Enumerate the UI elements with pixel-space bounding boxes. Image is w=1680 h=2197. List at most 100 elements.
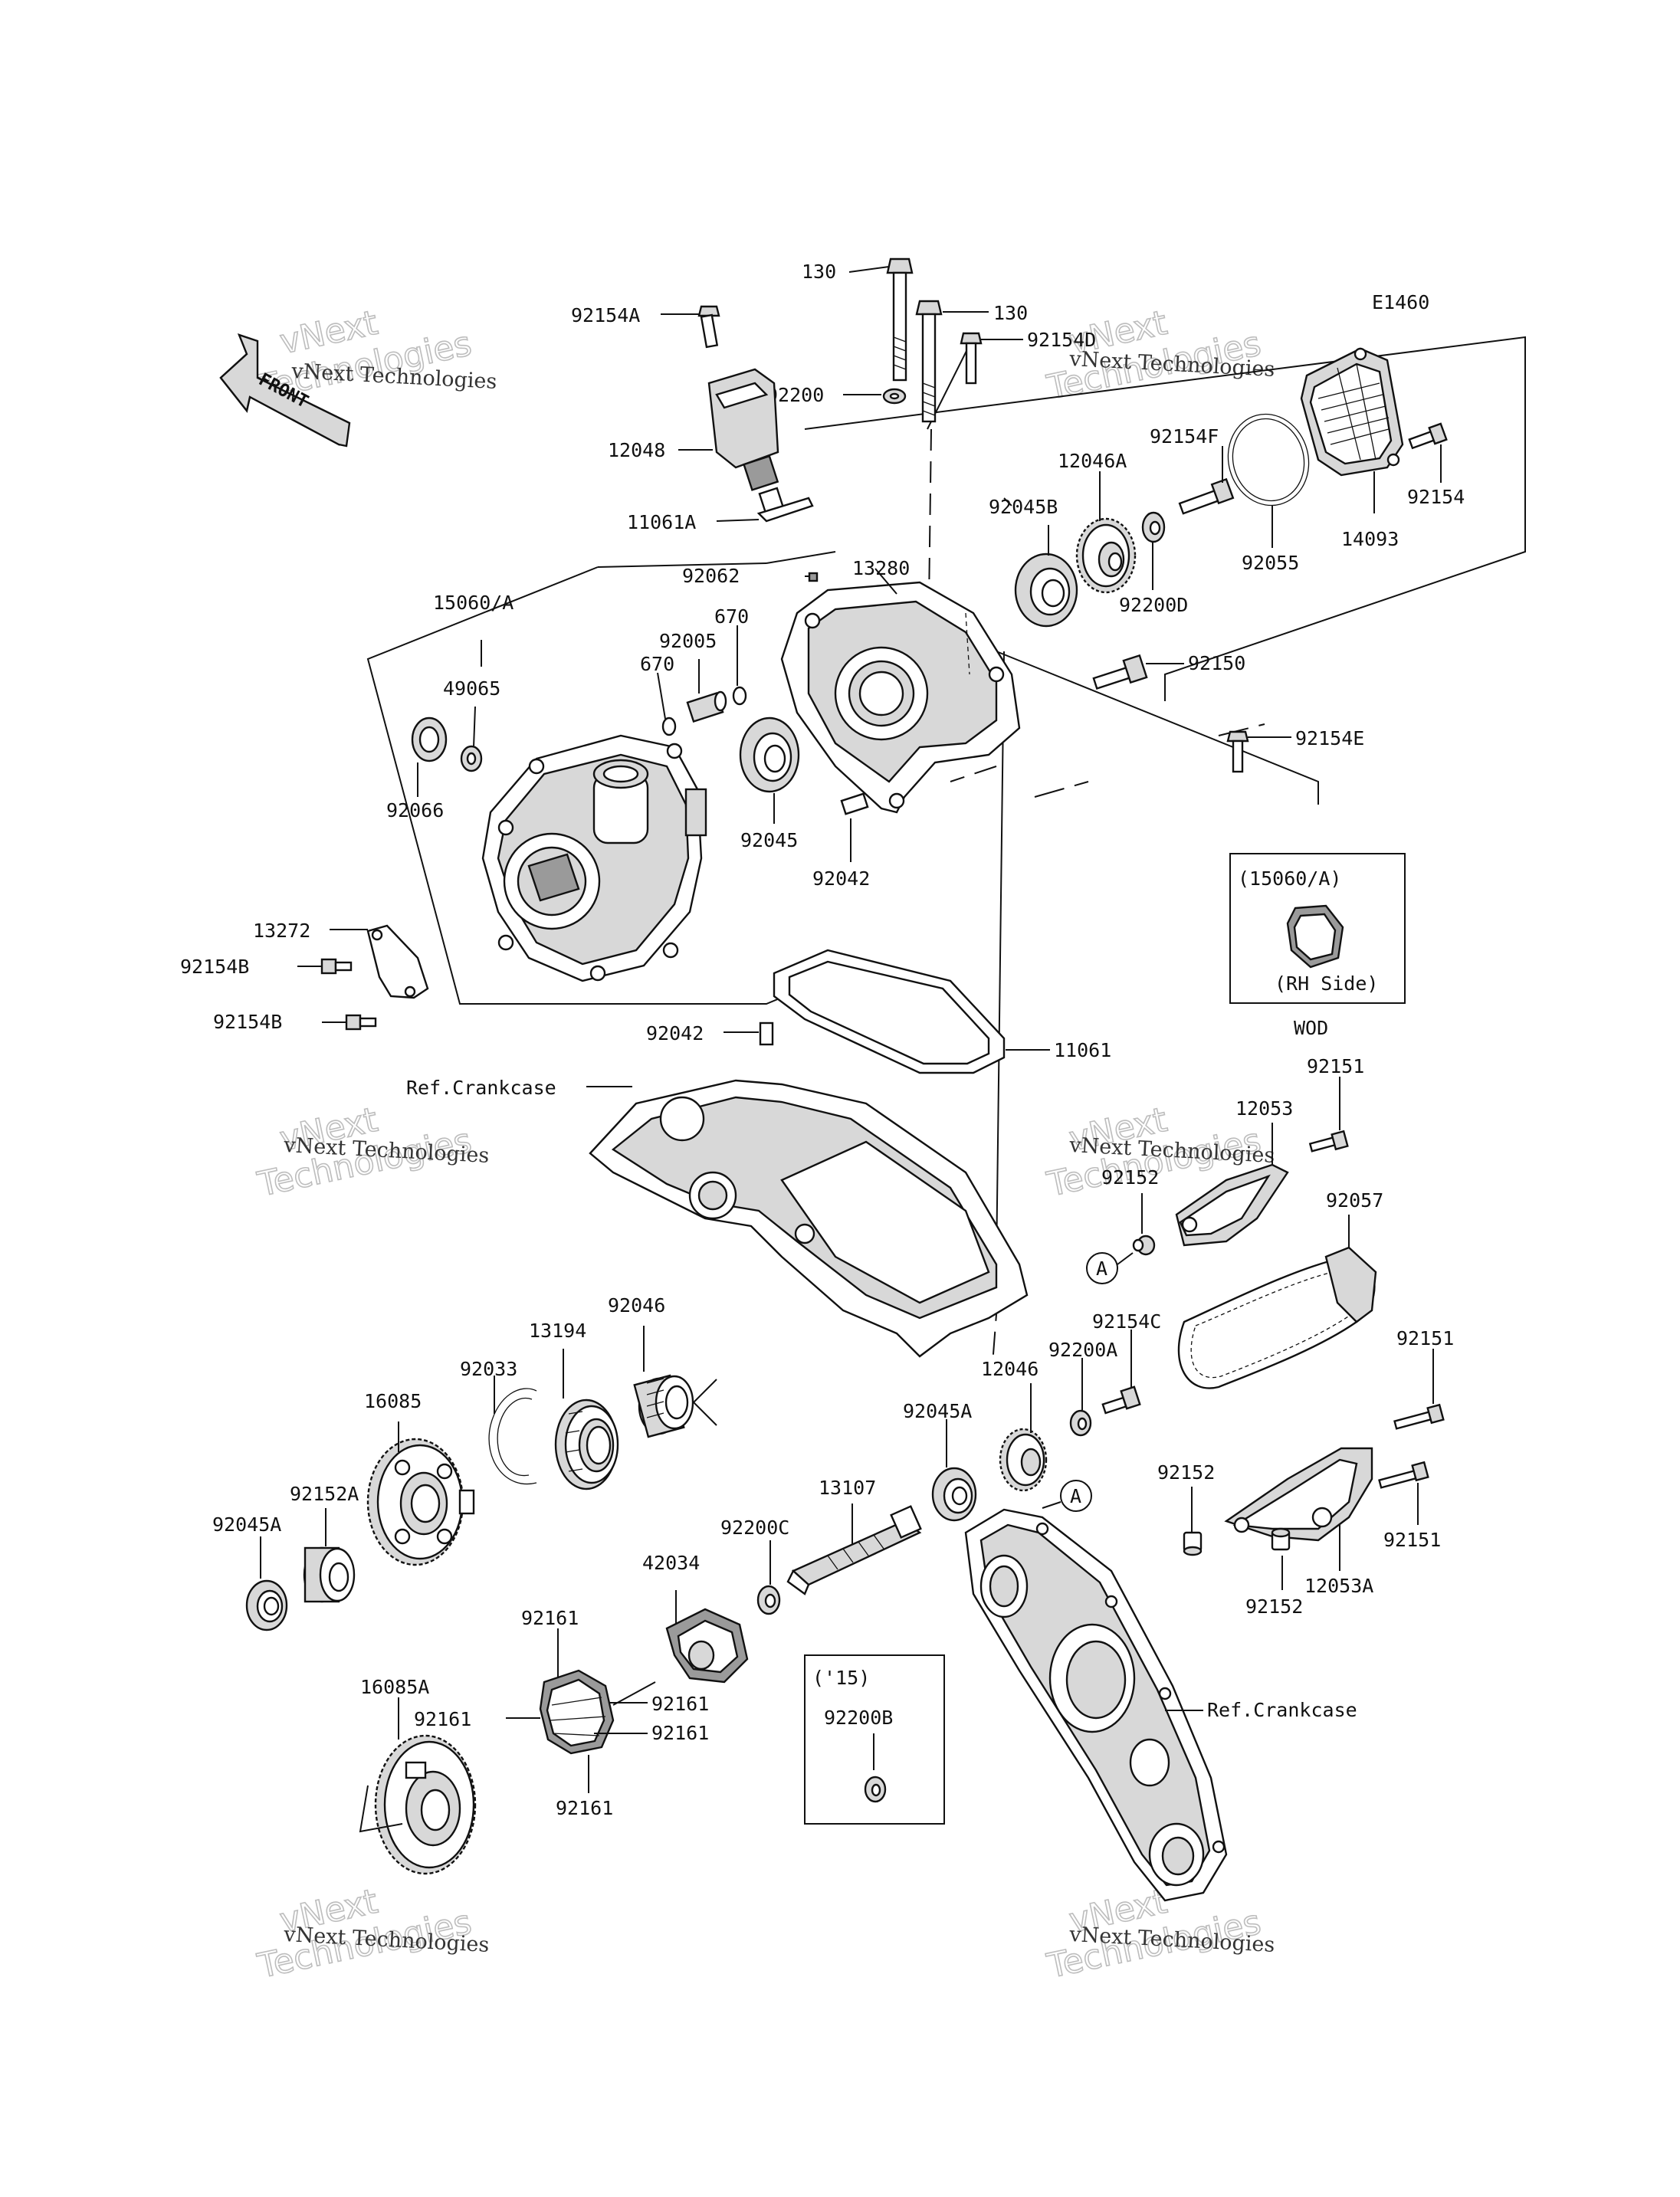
callout-15060A: 15060/A	[433, 592, 514, 614]
inset-wod-header: (15060/A)	[1238, 867, 1341, 890]
dowel-92042-a	[840, 792, 869, 815]
collar-92152A	[303, 1546, 356, 1603]
ref-marker-a-2	[1060, 1480, 1092, 1512]
diagram-code: E1460	[1372, 291, 1429, 313]
bearing-92045B	[1014, 553, 1078, 628]
bolt-92154C	[1101, 1385, 1141, 1415]
bolt-92151-b	[1393, 1403, 1445, 1430]
guide-12053A	[1224, 1447, 1373, 1542]
bolt-92154B-b	[345, 1014, 377, 1031]
callout-92200A: 92200A	[1048, 1339, 1117, 1361]
callout-13107: 13107	[819, 1477, 876, 1499]
callout-92062: 92062	[682, 565, 740, 587]
callout-92154E: 92154E	[1295, 727, 1364, 749]
inset-15-header: ('15)	[812, 1667, 870, 1689]
callout-92161-a: 92161	[521, 1607, 579, 1629]
callout-13194: 13194	[529, 1320, 586, 1342]
bearing-92045A-left	[245, 1579, 288, 1631]
callout-92033: 92033	[460, 1358, 517, 1380]
callout-16085A: 16085A	[360, 1676, 429, 1698]
inset-wod: (15060/A) (RH Side)	[1229, 853, 1406, 1004]
callout-92154: 92154	[1407, 486, 1465, 508]
bearing-92045	[739, 716, 800, 793]
callout-92154F: 92154F	[1150, 425, 1219, 448]
inset-wod-side: (RH Side)	[1275, 972, 1378, 995]
part-92066	[411, 716, 448, 762]
callout-92057: 92057	[1326, 1189, 1383, 1212]
collar-92152-b	[1183, 1531, 1203, 1556]
callout-92154D: 92154D	[1027, 329, 1096, 351]
callout-92161-c: 92161	[651, 1722, 709, 1744]
ref-marker-a-2-label: A	[1070, 1485, 1081, 1507]
callout-14093: 14093	[1341, 528, 1399, 550]
circlip-92033	[488, 1388, 537, 1485]
callout-12053: 12053	[1235, 1097, 1293, 1120]
bolt-92151-c	[1378, 1461, 1429, 1489]
callout-92154A: 92154A	[571, 304, 640, 326]
collar-92152-a	[1132, 1235, 1156, 1256]
pump-body-15060A	[481, 734, 707, 982]
shaft-13107	[786, 1505, 922, 1595]
oring-92055	[1227, 413, 1310, 507]
callout-92045A-b: 92045A	[903, 1400, 972, 1422]
bearing-92046	[633, 1374, 694, 1438]
callout-92152-c: 92152	[1245, 1595, 1303, 1618]
callout-13272: 13272	[253, 920, 310, 942]
ring-670-b	[732, 686, 747, 706]
callout-92042-b: 92042	[646, 1022, 704, 1044]
inset-15-part: 92200B	[824, 1707, 893, 1729]
callout-92152A: 92152A	[290, 1483, 359, 1505]
callout-92161-d: 92161	[556, 1797, 613, 1819]
dowel-92042-b	[759, 1021, 774, 1046]
inset-wod-caption: WOD	[1294, 1017, 1328, 1039]
inset-year-15: ('15) 92200B	[804, 1654, 945, 1825]
bolt-92154B-a	[320, 958, 353, 975]
guide-12053	[1175, 1163, 1289, 1247]
clutch-13194	[554, 1399, 619, 1490]
callout-92005: 92005	[659, 630, 717, 652]
ref-marker-a-1-label: A	[1096, 1258, 1107, 1280]
callout-92045B: 92045B	[989, 496, 1058, 518]
ref-marker-a-1	[1086, 1252, 1118, 1284]
callout-ref-crankcase-2: Ref.Crankcase	[1207, 1699, 1357, 1721]
bolt-92154D	[960, 332, 983, 385]
callout-670-b: 670	[714, 605, 749, 628]
impeller-stack-92161	[539, 1669, 615, 1755]
callout-92152-a: 92152	[1101, 1166, 1159, 1189]
callout-16085: 16085	[364, 1390, 422, 1412]
bolt-130-a	[886, 257, 914, 382]
callout-92200D: 92200D	[1119, 594, 1188, 616]
callout-92045: 92045	[740, 829, 798, 851]
ring-670-a	[661, 716, 677, 736]
fitting-92005	[686, 690, 727, 723]
bolt-92150	[1092, 654, 1148, 690]
callout-12048: 12048	[608, 439, 665, 461]
bolt-92154E	[1226, 730, 1249, 773]
callout-12053A: 12053A	[1304, 1575, 1373, 1597]
callout-11061: 11061	[1054, 1039, 1111, 1061]
bolt-92154F	[1178, 477, 1235, 515]
chain-92057	[1177, 1246, 1377, 1389]
callout-92154B-a: 92154B	[180, 956, 249, 978]
callout-12046: 12046	[981, 1358, 1039, 1380]
watermark: vNext Technologies	[254, 1881, 476, 1987]
callout-92046: 92046	[608, 1294, 665, 1317]
bolt-92154A	[697, 305, 720, 349]
callout-130-b: 130	[993, 302, 1028, 324]
callout-670-a: 670	[640, 653, 674, 675]
gasket-11061	[773, 949, 1006, 1074]
cover-14093	[1300, 347, 1404, 477]
gasket-11061A	[756, 497, 814, 523]
bolt-130-b	[915, 300, 943, 423]
part-49065	[460, 745, 483, 772]
callout-ref-crankcase-1: Ref.Crankcase	[406, 1077, 556, 1099]
callout-13280: 13280	[852, 557, 910, 579]
gear-12046A	[1075, 517, 1137, 594]
callout-92151-b: 92151	[1396, 1327, 1454, 1349]
plate-13272	[366, 924, 429, 999]
gear-12046	[999, 1428, 1048, 1492]
housing-13280	[780, 581, 1021, 814]
callout-92151-a: 92151	[1307, 1055, 1364, 1077]
sensor-12048	[707, 368, 786, 517]
crankcase-lower-cover	[964, 1508, 1228, 1902]
